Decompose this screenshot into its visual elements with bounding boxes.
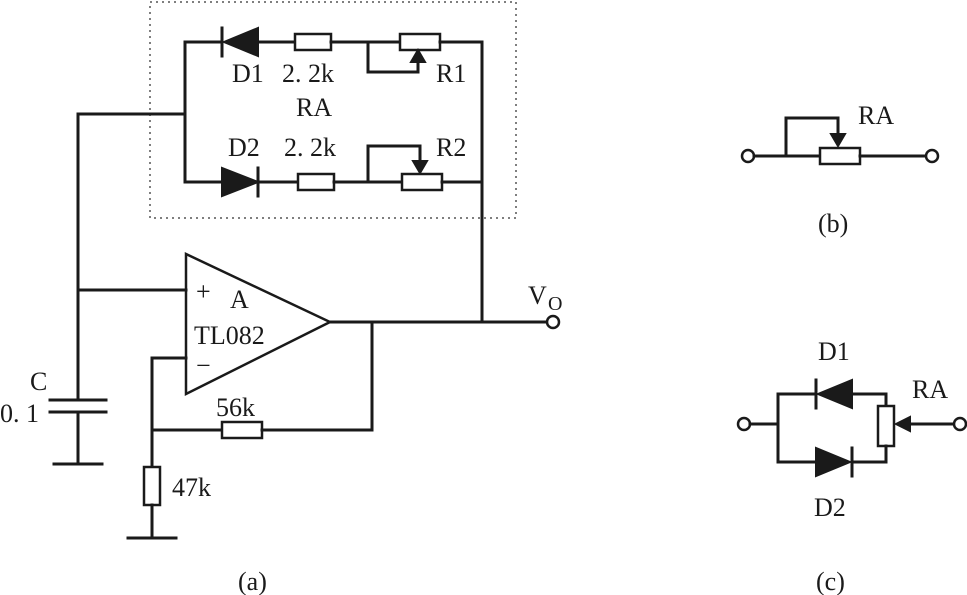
wire-ra-to-cap xyxy=(76,112,187,402)
caption-b: (b) xyxy=(818,209,848,238)
r1-wiper-wire xyxy=(366,40,420,74)
label-opamp-name: A xyxy=(230,285,249,314)
b-terminal-right xyxy=(924,148,940,164)
label-cap-value: 0. 1 xyxy=(0,399,39,428)
c-wiper-arrow xyxy=(893,415,911,433)
ra-enclosure xyxy=(149,1,517,219)
label-vo: V xyxy=(528,281,547,310)
b-wiper-arrow xyxy=(829,133,847,148)
label-vo-sub: O xyxy=(548,293,562,315)
opamp-tl082 xyxy=(184,252,333,397)
b-potentiometer xyxy=(818,146,862,166)
caption-a: (a) xyxy=(238,567,267,595)
label-opamp-minus: − xyxy=(196,351,211,380)
label-ra-c: RA xyxy=(912,375,948,404)
potentiometer-r1 xyxy=(398,32,442,52)
c-terminal-left xyxy=(736,416,752,432)
wire-fb-2 xyxy=(260,320,374,432)
caption-c: (c) xyxy=(816,567,845,595)
resistor-56k xyxy=(220,420,264,440)
diode-d2 xyxy=(221,166,261,198)
label-d1: D1 xyxy=(232,59,264,88)
label-r1: R1 xyxy=(436,59,466,88)
label-r2: R2 xyxy=(436,133,466,162)
label-d1-c: D1 xyxy=(818,337,850,366)
label-cap-name: C xyxy=(30,367,47,396)
label-ra-b: RA xyxy=(858,101,894,130)
c-terminal-right xyxy=(952,416,967,432)
label-d2-c: D2 xyxy=(814,493,846,522)
label-r-ground: 47k xyxy=(172,473,211,502)
label-r-d2: 2. 2k xyxy=(284,133,336,162)
label-r-feedback: 56k xyxy=(216,393,255,422)
label-opamp-plus: + xyxy=(196,277,211,306)
vo-terminal xyxy=(545,314,561,330)
r1-wiper-arrow xyxy=(409,48,427,63)
c-diode-d1 xyxy=(815,378,853,410)
label-opamp-part: TL082 xyxy=(194,321,265,350)
r2-wiper-wire xyxy=(366,144,422,184)
b-terminal-left xyxy=(740,148,756,164)
resistor-2k2-top xyxy=(293,32,333,52)
r2-wiper-arrow xyxy=(411,160,429,175)
c-resistor xyxy=(876,404,896,448)
resistor-2k2-bottom xyxy=(296,172,336,192)
c-diode-d2 xyxy=(815,446,853,478)
label-d2: D2 xyxy=(228,133,260,162)
resistor-47k xyxy=(142,465,162,507)
label-ra-box: RA xyxy=(296,93,332,122)
diode-d1 xyxy=(221,26,259,58)
potentiometer-r2 xyxy=(400,172,444,192)
label-r-d1: 2. 2k xyxy=(282,59,334,88)
wire-minus-input xyxy=(150,356,188,469)
b-wiper-wire xyxy=(784,116,840,158)
